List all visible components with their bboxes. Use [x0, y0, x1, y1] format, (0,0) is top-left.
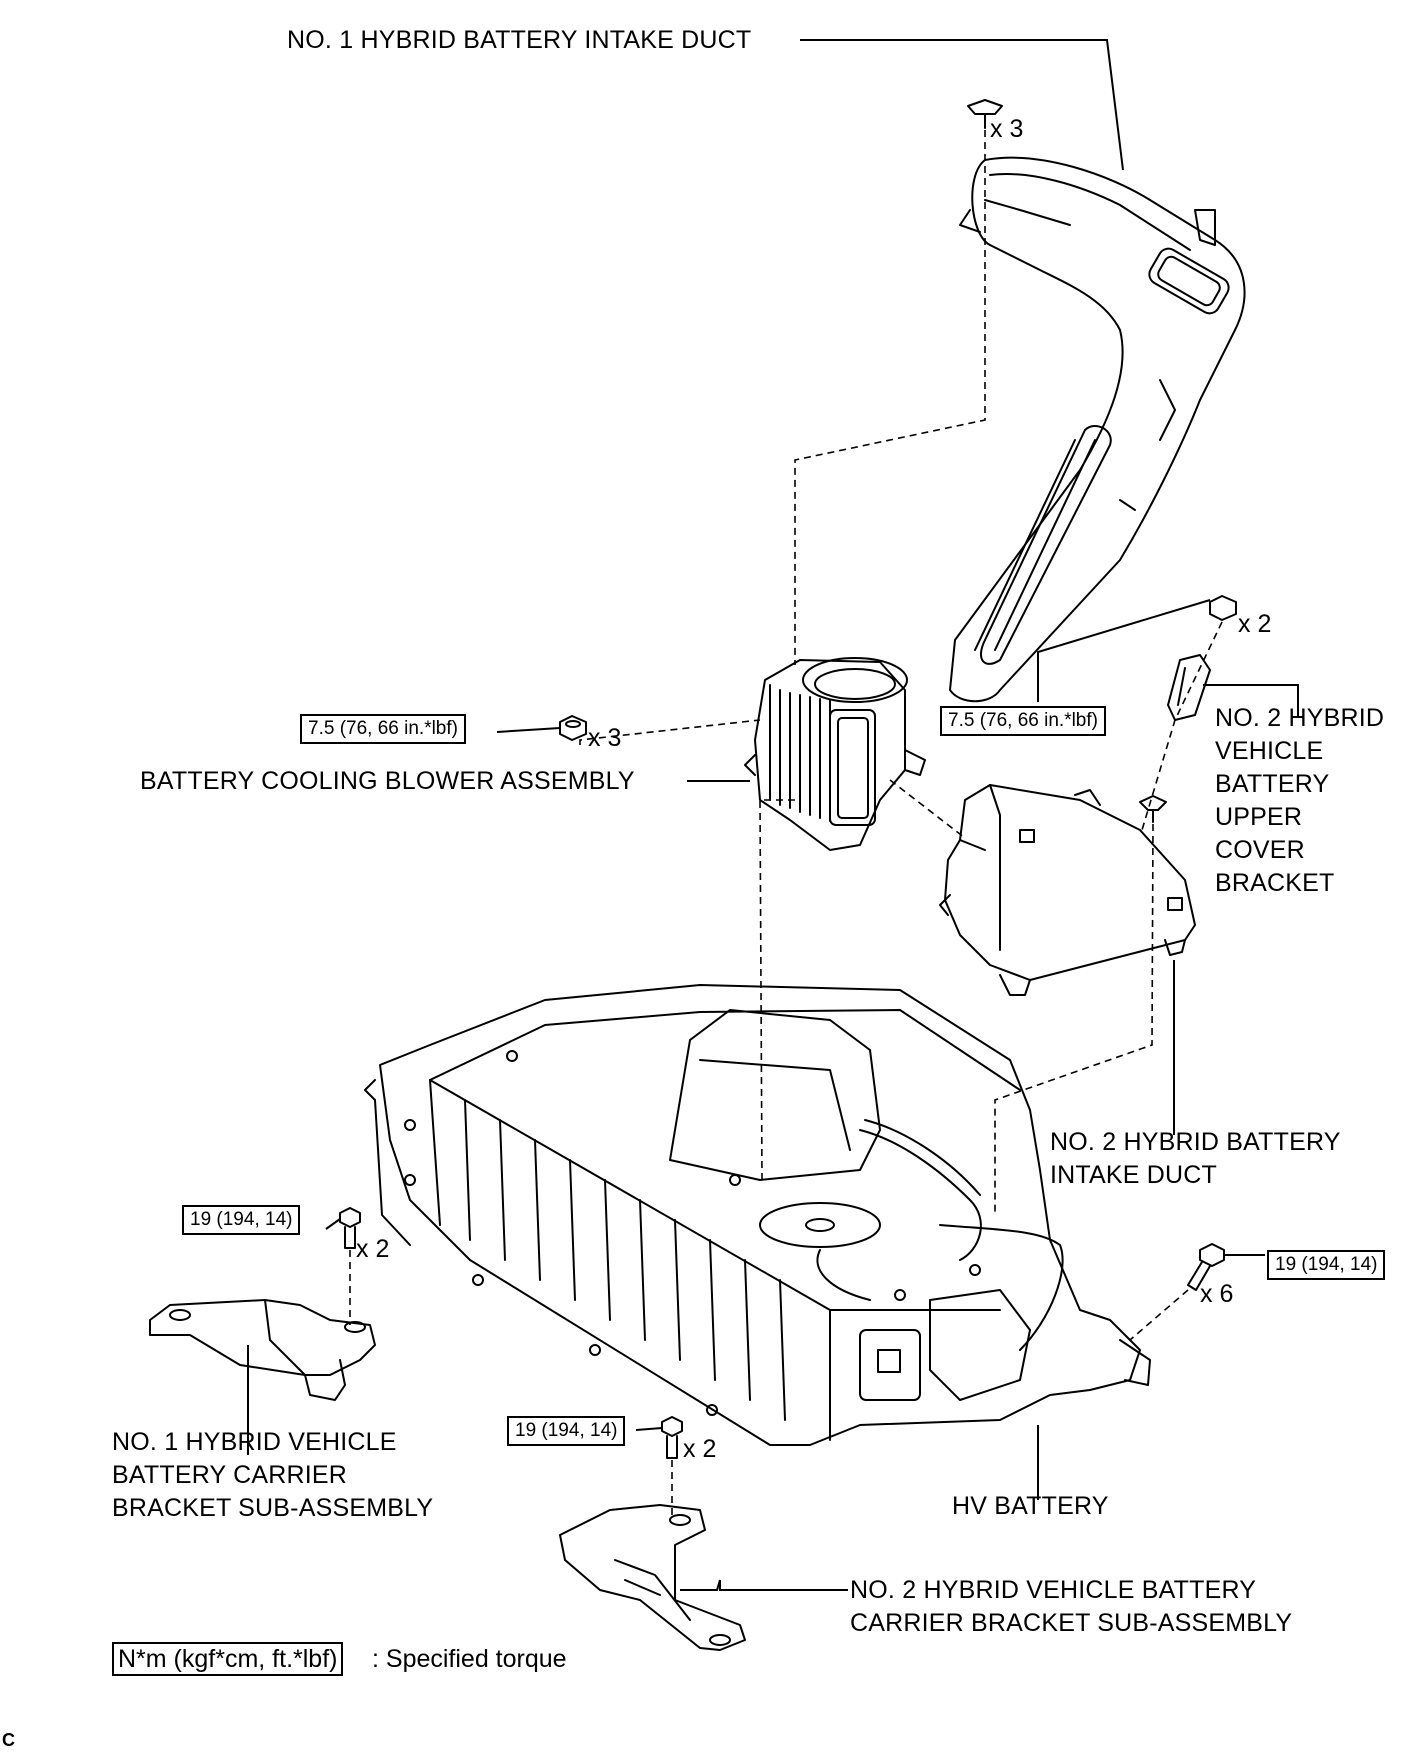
label-line: BATTERY CARRIER [112, 1461, 347, 1489]
torque-blower-nut: 7.5 (76, 66 in.*lbf) [300, 714, 466, 744]
torque-battery-bolt: 19 (194, 14) [1267, 1250, 1386, 1280]
label-line: BATTERY [1215, 770, 1330, 798]
label-line: INTAKE DUCT [1050, 1161, 1218, 1189]
hv-battery-drawing [364, 984, 1151, 1446]
label-blower-assembly: BATTERY COOLING BLOWER ASSEMBLY [140, 767, 635, 795]
label-line: CARRIER BRACKET SUB-ASSEMBLY [850, 1609, 1293, 1637]
torque-bracket2-bolt: 19 (194, 14) [507, 1416, 626, 1446]
torque-bracket1-bolt: 19 (194, 14) [182, 1205, 301, 1235]
label-line: BRACKET SUB-ASSEMBLY [112, 1494, 434, 1522]
label-line: NO. 1 HYBRID VEHICLE [112, 1428, 397, 1456]
carrier-bracket-2-drawing [559, 1504, 746, 1651]
label-line: NO. 2 HYBRID BATTERY [1050, 1128, 1341, 1156]
label-upper-cover-bracket: NO. 2 HYBRID VEHICLE BATTERY UPPER COVER… [1215, 702, 1384, 900]
label-line: COVER [1215, 836, 1305, 864]
label-line: NO. 2 HYBRID VEHICLE BATTERY [850, 1576, 1257, 1604]
legend-unit: N*m (kgf*cm, ft.*lbf) [112, 1642, 344, 1676]
legend-text: : Specified torque [372, 1645, 567, 1673]
carrier-bracket-1-drawing [149, 1299, 376, 1401]
qty-bracket1-bolt: x 2 [356, 1235, 390, 1263]
label-line: NO. 2 HYBRID [1215, 704, 1385, 732]
label-line: BRACKET [1215, 869, 1335, 897]
qty-blower-nut: x 3 [588, 724, 622, 752]
qty-battery-bolt: x 6 [1200, 1280, 1234, 1308]
qty-clip-top: x 3 [990, 115, 1024, 143]
intake-duct-2-drawing [939, 784, 1196, 996]
label-carrier-bracket-2: NO. 2 HYBRID VEHICLE BATTERY CARRIER BRA… [850, 1574, 1292, 1640]
label-hv-battery: HV BATTERY [952, 1492, 1109, 1520]
label-line: VEHICLE [1215, 737, 1324, 765]
upper-cover-bracket-drawing [1167, 654, 1211, 721]
intake-duct-1-drawing [949, 156, 1246, 703]
torque-duct-nut: 7.5 (76, 66 in.*lbf) [940, 706, 1106, 736]
label-line: UPPER [1215, 803, 1303, 831]
label-intake-duct-2: NO. 2 HYBRID BATTERY INTAKE DUCT [1050, 1126, 1341, 1192]
label-carrier-bracket-1: NO. 1 HYBRID VEHICLE BATTERY CARRIER BRA… [112, 1426, 433, 1525]
blower-drawing [744, 657, 926, 851]
label-intake-duct-1: NO. 1 HYBRID BATTERY INTAKE DUCT [287, 26, 752, 54]
diagram-code: C [2, 1730, 15, 1750]
fastener-drawings [339, 99, 1237, 1459]
qty-duct-nut: x 2 [1238, 610, 1272, 638]
qty-bracket2-bolt: x 2 [683, 1435, 717, 1463]
